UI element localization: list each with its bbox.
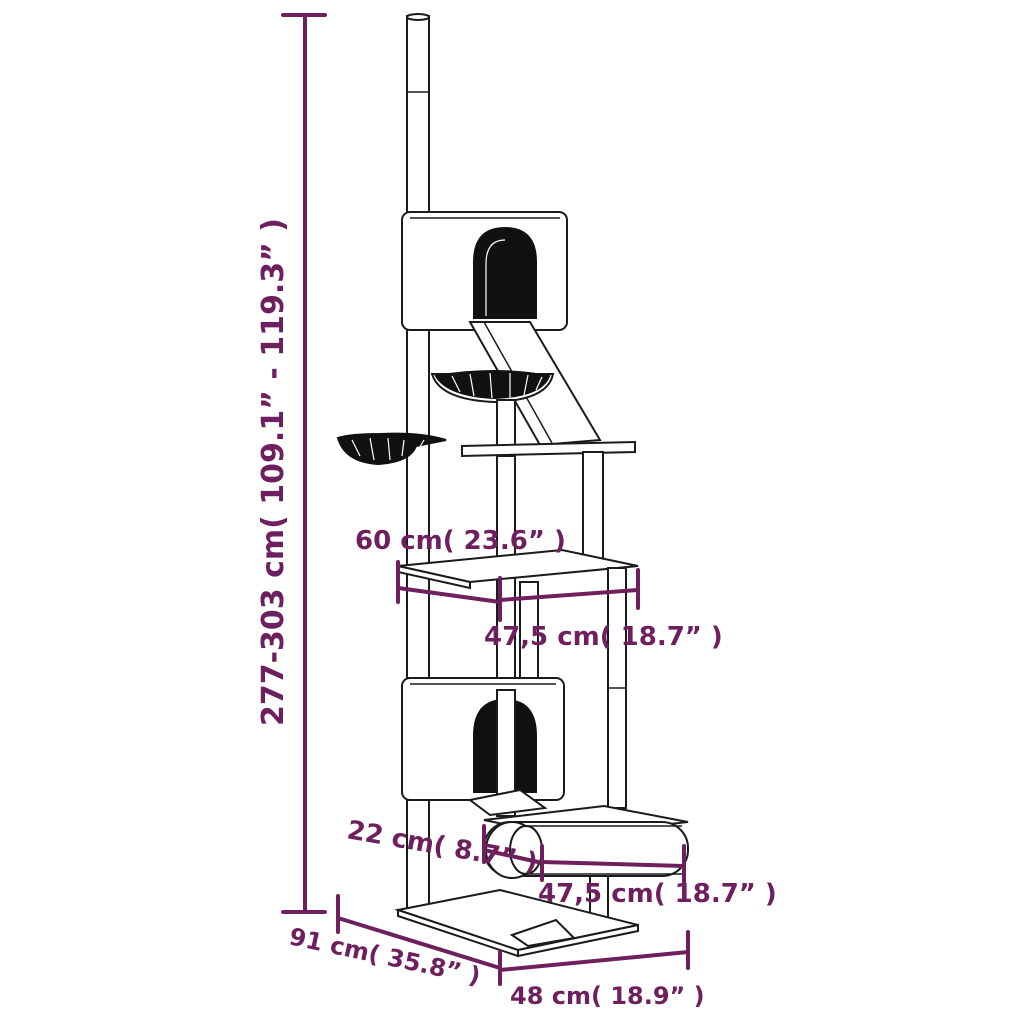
platform-depth-label: 47,5 cm( 18.7” ) bbox=[484, 622, 723, 652]
base-width-label: 48 cm( 18.9” ) bbox=[510, 982, 705, 1010]
base-plate bbox=[394, 888, 639, 958]
top-condo bbox=[401, 211, 568, 331]
lower-condo bbox=[401, 677, 565, 817]
cat-tree-illustration bbox=[336, 13, 689, 958]
ceiling-pole bbox=[406, 15, 430, 217]
hammock-basket-left bbox=[336, 432, 447, 466]
main-post-upper bbox=[406, 327, 430, 679]
dimension-lines bbox=[281, 13, 690, 986]
height-label: 277-303 cm( 109.1” - 119.3” ) bbox=[256, 218, 291, 726]
platform-middle bbox=[397, 548, 639, 809]
tunnel-length-label: 47,5 cm( 18.7” ) bbox=[538, 879, 777, 909]
tunnel-platform bbox=[483, 804, 689, 923]
hammock-basket-right bbox=[430, 370, 555, 404]
platform-width-label: 60 cm( 23.6” ) bbox=[355, 526, 566, 556]
